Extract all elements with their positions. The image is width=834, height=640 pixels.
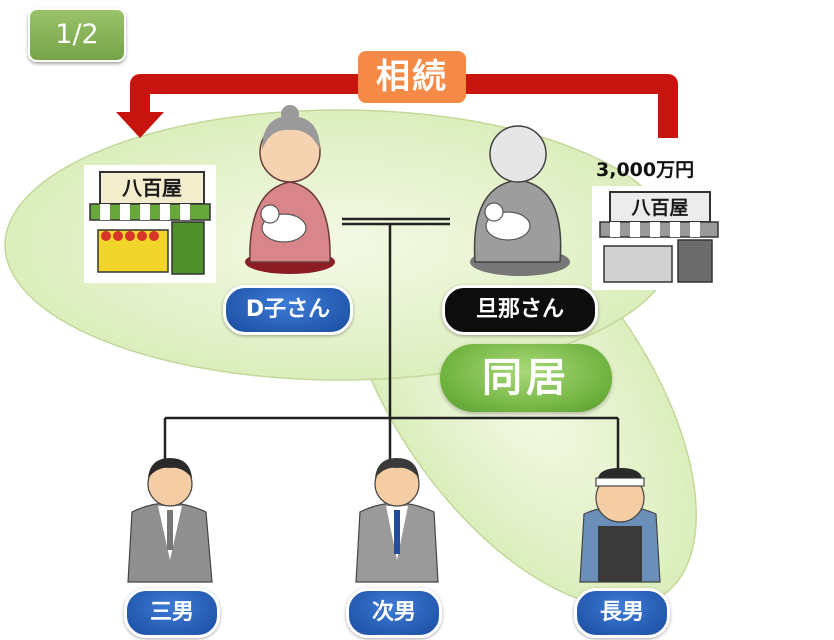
grandmother-figure — [245, 105, 335, 274]
eldest-son-figure — [579, 468, 661, 583]
third-son-figure — [127, 458, 213, 583]
family-tree-lines — [163, 217, 620, 470]
second-son-label: 次男 — [346, 588, 442, 638]
inheritance-label: 相続 — [358, 51, 466, 103]
cohabitation-label: 同居 — [440, 344, 612, 412]
grandfather-figure — [470, 125, 570, 276]
mother-name-label: D子さん — [223, 285, 353, 335]
second-son-figure — [355, 458, 439, 583]
greengrocer-shop-left — [84, 165, 216, 283]
estate-amount: 3,000万円 — [596, 159, 695, 181]
third-son-label: 三男 — [124, 588, 220, 638]
eldest-son-label: 長男 — [574, 588, 670, 638]
page-indicator: 1/2 — [28, 8, 126, 62]
husband-name-label: 旦那さん — [442, 285, 598, 335]
greengrocer-shop-right — [592, 186, 724, 290]
inheritance-arrowhead — [116, 112, 164, 138]
